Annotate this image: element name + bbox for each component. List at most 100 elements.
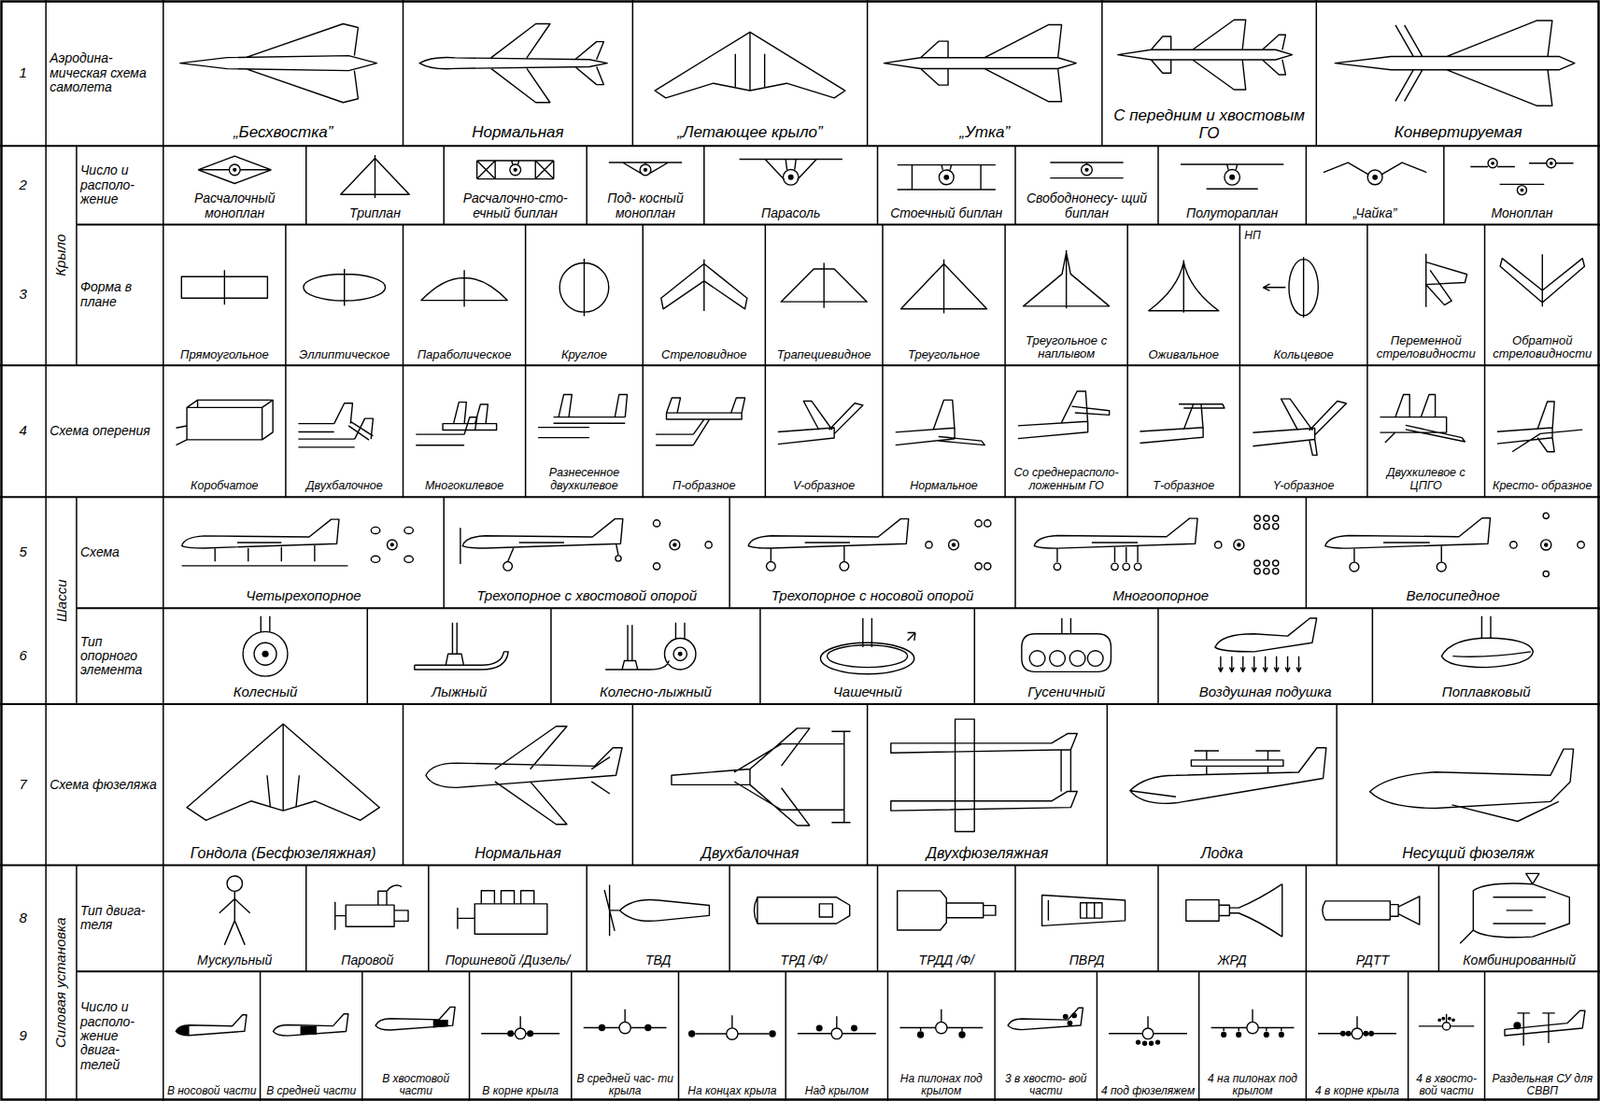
aircraft-sketch — [1007, 1007, 1083, 1030]
type-label: Двухфюзеляжная — [870, 845, 1105, 863]
sketch-outline — [198, 155, 271, 184]
sketch-outline — [182, 519, 414, 567]
aircraft-sketch — [654, 31, 846, 99]
grid-line — [76, 607, 1600, 609]
sketch-outline — [891, 719, 1077, 832]
aircraft-sketch — [242, 616, 288, 678]
row-label: Схема оперения — [49, 424, 160, 439]
grid-line — [402, 365, 405, 497]
sketch-outline — [1497, 401, 1583, 453]
aircraft-sketch — [891, 719, 1077, 832]
type-label: Обратной стреловидности — [1487, 334, 1598, 362]
type-label: Разнесенное двухкилевое — [528, 467, 641, 494]
aircraft-sketch — [175, 1015, 247, 1036]
aircraft-sketch — [272, 1014, 348, 1036]
sketch-outline — [780, 262, 867, 308]
aircraft-sketch — [901, 259, 988, 314]
type-label: Многоопорное — [1018, 588, 1303, 605]
grid-line — [1157, 608, 1160, 705]
grid-line — [427, 865, 430, 973]
type-label: „Утка” — [870, 124, 1100, 142]
grid-line — [1096, 971, 1099, 1101]
sketch-fill — [943, 174, 949, 181]
aircraft-sketch — [375, 1006, 455, 1031]
grid-line — [402, 704, 405, 866]
sketch-fill — [1229, 174, 1235, 181]
type-label: Треугольное — [885, 348, 1003, 362]
grid-line — [728, 496, 731, 609]
sketch-outline — [297, 403, 373, 448]
type-label: Двухбалочное — [288, 480, 401, 494]
grid-line — [866, 704, 869, 866]
grid-line — [162, 496, 165, 609]
type-label: Под- косный моноплан — [589, 191, 702, 221]
row-number: 8 — [0, 910, 46, 927]
type-label: Круглое — [528, 348, 641, 362]
sketch-fill — [513, 168, 518, 172]
aircraft-sketch — [181, 269, 268, 305]
aircraft-sketch — [1500, 254, 1585, 307]
aircraft-sketch — [182, 519, 414, 567]
aircraft-sketch — [608, 162, 682, 176]
sketch-fill — [1220, 1032, 1285, 1038]
grid-line — [305, 865, 308, 973]
grid-line — [75, 224, 78, 366]
type-label: Треугольное с наплывом — [1007, 334, 1125, 362]
grid-line — [1014, 145, 1017, 225]
grid-line — [1366, 365, 1369, 497]
sketch-outline — [335, 885, 409, 931]
aircraft-sketch — [1139, 404, 1225, 444]
sketch-outline — [1118, 19, 1293, 90]
type-label: Лыжный — [369, 684, 549, 701]
type-label: В носовой части — [166, 1085, 258, 1098]
aircraft-sketch — [604, 885, 709, 937]
grid-line — [1316, 0, 1318, 146]
grid-line — [305, 145, 308, 225]
aircraft-sketch — [1470, 158, 1573, 196]
type-label: Нормальное — [885, 480, 1003, 494]
grid-line — [76, 970, 1600, 973]
sketch-outline — [694, 1015, 769, 1040]
group-label: Силовая установка — [53, 869, 70, 1096]
sketch-fill — [917, 1031, 966, 1038]
aircraft-sketch — [583, 1009, 667, 1034]
grid-line — [0, 864, 1600, 867]
sketch-outline — [1007, 1007, 1083, 1030]
aircraft-sketch — [1180, 164, 1284, 189]
grid-line — [75, 865, 78, 973]
aircraft-sketch — [897, 891, 996, 931]
type-label: Мускульный — [166, 953, 304, 968]
sketch-outline — [1018, 391, 1110, 439]
sketch-outline — [419, 23, 608, 102]
sketch-outline — [180, 23, 378, 102]
grid-line — [877, 865, 879, 973]
aircraft-sketch — [1033, 515, 1279, 575]
aircraft-sketch — [1018, 391, 1110, 439]
type-label: РДТТ — [1308, 953, 1436, 968]
sketch-fill — [788, 174, 794, 181]
aircraft-sketch — [753, 897, 850, 924]
aircraft-sketch — [477, 160, 554, 180]
sketch-outline — [340, 155, 411, 199]
aircraft-sketch — [1325, 512, 1585, 577]
grid-line — [162, 865, 165, 973]
grid-line — [1239, 365, 1242, 497]
grid-line — [162, 145, 165, 225]
type-label: Кольцевое — [1242, 348, 1365, 362]
type-label: Поплавковый — [1374, 684, 1598, 701]
sketch-outline — [1325, 512, 1585, 577]
grid-line — [44, 0, 47, 1101]
sketch-fill — [1490, 161, 1553, 193]
type-label: Чашечный — [763, 684, 972, 701]
type-label: Велосипедное — [1308, 588, 1598, 605]
sketch-outline — [753, 897, 850, 924]
type-label: Двухкилевое с ЦПГО — [1370, 467, 1483, 494]
sketch-outline — [661, 259, 748, 312]
grid-line — [402, 0, 405, 146]
grid-line — [1366, 224, 1369, 366]
aircraft-sketch — [1418, 1014, 1474, 1031]
grid-line — [162, 971, 165, 1101]
grid-line — [1101, 0, 1104, 146]
row-label: Тип двига- теля — [80, 904, 160, 934]
type-label: Воздушная подушка — [1161, 684, 1370, 701]
